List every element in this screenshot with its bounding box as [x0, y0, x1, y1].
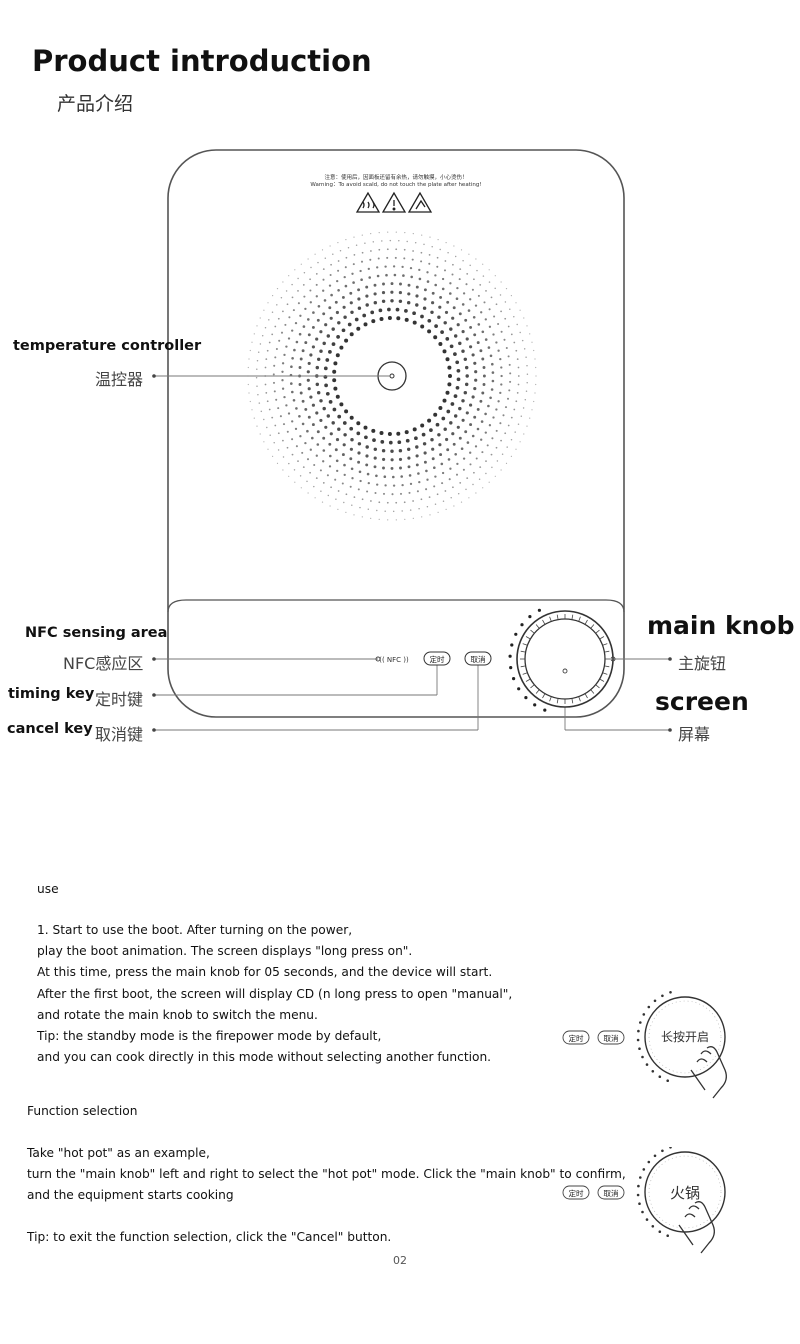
- usage-line: play the boot animation. The screen disp…: [37, 944, 413, 959]
- page-number: 02: [393, 1254, 407, 1267]
- usage-line: and rotate the main knob to switch the m…: [37, 1007, 318, 1022]
- label-nfc-zh: NFC感应区: [63, 654, 144, 673]
- usage-heading: use: [37, 882, 59, 896]
- usage-line: After the first boot, the screen will di…: [37, 986, 513, 1001]
- illustration-timer-button: 定时: [562, 1030, 590, 1045]
- usage-line: and you can cook directly in this mode w…: [37, 1050, 492, 1065]
- illustration-knob: [644, 996, 726, 1078]
- svg-text:取消: 取消: [604, 1033, 619, 1043]
- leader-lines: [154, 375, 670, 731]
- usage-line: Tip: the standby mode is the firepower m…: [37, 1029, 382, 1044]
- svg-text:取消: 取消: [604, 1188, 619, 1198]
- hand-icon: [690, 1046, 727, 1099]
- label-nfc-en: NFC sensing area: [25, 625, 168, 641]
- label-screen-zh: 屏幕: [678, 725, 711, 744]
- illustration-knob-label: 火锅: [670, 1184, 700, 1202]
- main-knob[interactable]: [516, 610, 616, 708]
- page-title: Product introduction: [32, 44, 372, 78]
- function-line: turn the "main knob" left and right to s…: [27, 1167, 626, 1182]
- label-cancel-zh: 取消键: [95, 725, 144, 744]
- warning-icons: [355, 191, 433, 213]
- heating-zone-dots: [247, 231, 537, 521]
- function-paragraph: Take "hot pot" as an example, turn the "…: [27, 1143, 626, 1207]
- label-temperature-controller-en: temperature controller: [13, 338, 202, 354]
- timer-button[interactable]: 定时: [423, 651, 451, 666]
- cooktop-diagram: (( NFC )) 定时 取消: [152, 149, 672, 732]
- illustration-knob: [644, 1151, 726, 1233]
- warning-zh: 注意：使用后，因面板还留有余热，请勿触摸，小心烫伤！: [324, 175, 468, 181]
- illustration-cancel-button: 取消: [597, 1185, 625, 1200]
- timer-button-label: 定时: [430, 654, 445, 664]
- usage-line: 1. Start to use the boot. After turning …: [37, 923, 353, 937]
- nfc-tag-label: (( NFC )): [379, 656, 409, 664]
- warning-en: Warning：To avoid scald, do not touch the…: [310, 182, 482, 188]
- cancel-button[interactable]: 取消: [464, 651, 492, 666]
- usage-line: At this time, press the main knob for 05…: [37, 965, 493, 980]
- cancel-button-label: 取消: [471, 654, 486, 664]
- long-press-illustration: 定时 取消 长按开启: [562, 991, 727, 1099]
- function-heading: Function selection: [27, 1104, 138, 1118]
- knob-indicator-dots: [508, 608, 547, 712]
- illustration-cancel-button: 取消: [597, 1030, 625, 1045]
- illustration-knob-label: 长按开启: [661, 1030, 709, 1044]
- label-cancel-en: cancel key: [7, 721, 93, 737]
- usage-paragraph: 1. Start to use the boot. After turning …: [37, 920, 512, 1068]
- label-timing-zh: 定时键: [95, 690, 144, 709]
- svg-text:定时: 定时: [569, 1033, 584, 1043]
- page-subtitle: 产品介绍: [57, 93, 134, 115]
- hand-icon: [678, 1201, 715, 1254]
- function-tip: Tip: to exit the function selection, cli…: [27, 1230, 392, 1244]
- illustration-timer-button: 定时: [562, 1185, 590, 1200]
- label-screen-en: screen: [655, 687, 749, 716]
- knob-ticks: [520, 614, 610, 704]
- label-timing-en: timing key: [8, 686, 95, 702]
- cooktop-plate: [167, 149, 625, 718]
- svg-text:定时: 定时: [569, 1188, 584, 1198]
- label-knob-en: main knob: [647, 611, 795, 640]
- control-panel-edge: [167, 599, 625, 613]
- label-temperature-controller-zh: 温控器: [95, 370, 144, 389]
- function-line: and the equipment starts cooking: [27, 1188, 234, 1203]
- label-knob-zh: 主旋钮: [678, 654, 727, 673]
- function-line: Take "hot pot" as an example,: [27, 1146, 210, 1160]
- hot-pot-illustration: 定时 取消 火锅: [562, 1147, 726, 1254]
